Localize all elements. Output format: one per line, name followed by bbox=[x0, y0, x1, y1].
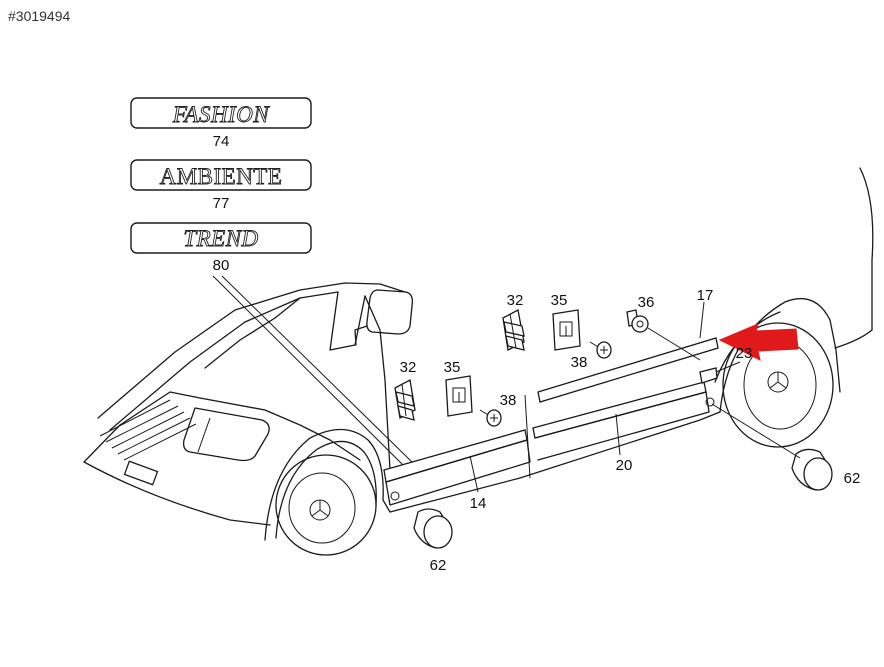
badge-trend-label: TREND bbox=[183, 226, 258, 251]
callout-14: 14 bbox=[470, 495, 487, 512]
callout-35-rear: 35 bbox=[551, 292, 568, 309]
callout-36: 36 bbox=[638, 294, 655, 311]
callout-32-rear: 32 bbox=[507, 292, 524, 309]
callout-62-rear: 62 bbox=[844, 470, 861, 487]
callout-35-front: 35 bbox=[444, 359, 461, 376]
callout-80: 80 bbox=[213, 257, 230, 274]
screw-38-rear bbox=[589, 341, 612, 359]
badge-fashion-label: FASHION bbox=[172, 102, 271, 127]
callout-23: 23 bbox=[736, 345, 753, 362]
leader-lines-80 bbox=[212, 275, 413, 467]
badge-fashion: FASHION 74 bbox=[130, 97, 312, 150]
listing-id: #3019494 bbox=[8, 8, 71, 24]
callout-17: 17 bbox=[697, 287, 714, 304]
callout-38-front: 38 bbox=[500, 392, 517, 409]
callout-32-front: 32 bbox=[400, 359, 417, 376]
callout-74: 74 bbox=[213, 133, 230, 150]
moulding-14 bbox=[383, 429, 531, 506]
left-arrow-icon bbox=[718, 323, 799, 361]
retainer-35-front bbox=[445, 375, 473, 417]
clip-32-front bbox=[394, 379, 416, 421]
van-body bbox=[83, 167, 874, 556]
plug-62-rear bbox=[711, 403, 833, 491]
moulding-20 bbox=[532, 381, 710, 461]
leader-lines bbox=[469, 301, 741, 493]
rivet-36 bbox=[626, 309, 701, 361]
badge-trend: TREND 80 bbox=[130, 222, 312, 274]
callout-77: 77 bbox=[213, 195, 230, 212]
callout-62-front: 62 bbox=[430, 557, 447, 574]
callout-38-rear: 38 bbox=[571, 354, 588, 371]
callout-20: 20 bbox=[616, 457, 633, 474]
retainer-35-rear bbox=[552, 309, 581, 351]
clip-32-rear bbox=[502, 309, 525, 351]
moulding-17 bbox=[537, 337, 719, 403]
badge-ambiente: AMBIENTE 77 bbox=[130, 159, 312, 212]
badge-ambiente-label: AMBIENTE bbox=[160, 164, 283, 189]
plug-62-front bbox=[413, 508, 453, 549]
screw-38-front bbox=[479, 409, 502, 427]
